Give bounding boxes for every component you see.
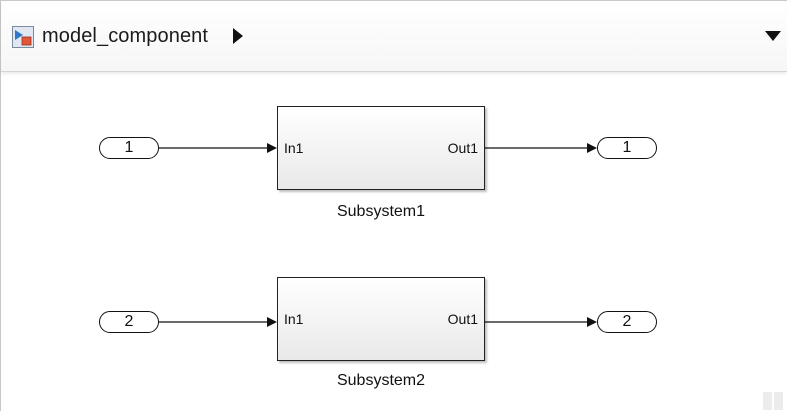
inport-number: 1 [124, 139, 134, 156]
outport-number: 1 [622, 139, 632, 156]
subsystem-out-port-label: Out1 [447, 140, 478, 156]
subsystem-block-1[interactable]: In1 Out1 [277, 106, 485, 190]
subsystem-name[interactable]: Subsystem2 [336, 372, 426, 389]
signal-arrow-in2 [267, 317, 277, 327]
breadcrumb-arrow-icon[interactable] [233, 28, 243, 44]
simulink-model-icon[interactable] [12, 26, 34, 48]
outport-1[interactable]: 1 [597, 137, 657, 159]
canvas-resize-grip[interactable] [763, 392, 785, 411]
inport-2[interactable]: 2 [99, 311, 159, 333]
subsystem-out-port-label: Out1 [447, 311, 478, 327]
chevron-down-icon[interactable] [765, 31, 781, 41]
signal-arrow-out1 [587, 143, 597, 153]
subsystem-in-port-label: In1 [284, 311, 304, 327]
model-canvas[interactable]: 1 In1 Out1 Subsystem1 1 2 In1 Out1 Subsy… [1, 72, 787, 411]
outport-2[interactable]: 2 [597, 311, 657, 333]
subsystem-in-port-label: In1 [284, 140, 304, 156]
signal-arrow-out2 [587, 317, 597, 327]
signal-arrow-in1 [267, 143, 277, 153]
signal-lines [159, 143, 597, 327]
address-bar: model_component [1, 1, 787, 72]
subsystem-name[interactable]: Subsystem1 [336, 203, 426, 220]
model-name-breadcrumb[interactable]: model_component [42, 25, 209, 47]
subsystem-block-2[interactable]: In1 Out1 [277, 277, 485, 361]
inport-number: 2 [124, 313, 134, 330]
outport-number: 2 [622, 313, 632, 330]
inport-1[interactable]: 1 [99, 137, 159, 159]
